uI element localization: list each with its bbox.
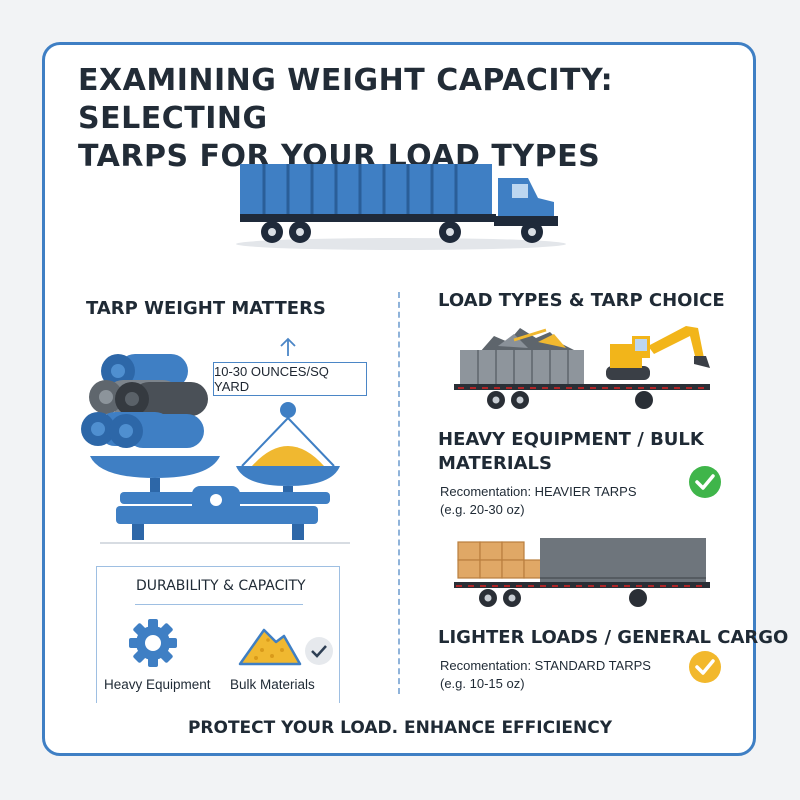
weight-range-callout: 10-30 OUNCES/SQ YARD	[213, 362, 367, 396]
flatbed-cargo-illustration	[454, 538, 710, 607]
pile-icon	[238, 628, 302, 666]
green-check-icon	[689, 466, 721, 498]
heavy-title-line-2: MATERIALS	[438, 453, 552, 474]
durability-heading: DURABILITY & CAPACITY	[136, 578, 306, 594]
tarp-scale-illustration	[81, 354, 350, 544]
load-types-heading: LOAD TYPES & TARP CHOICE	[438, 290, 725, 311]
light-recommendation: Recomentation: STANDARD TARPS	[440, 658, 651, 673]
heavy-equipment-title: HEAVY EQUIPMENT / BULK MATERIALS	[438, 428, 704, 476]
heavy-recommendation: Recomentation: HEAVIER TARPS	[440, 484, 637, 499]
dump-trailer-excavator-illustration	[454, 326, 710, 409]
page-title: EXAMINING WEIGHT CAPACITY: SELECTING TAR…	[78, 62, 718, 176]
gear-icon	[129, 619, 177, 667]
heavy-equipment-label: Heavy Equipment	[104, 677, 211, 692]
heavy-example-weight: (e.g. 20-30 oz)	[440, 502, 525, 517]
arrow-up-icon	[280, 337, 296, 356]
tarp-rolls-icon	[81, 354, 208, 448]
bulk-materials-label: Bulk Materials	[230, 677, 315, 692]
footer-tagline: PROTECT YOUR LOAD. ENHANCE EFFICIENCY	[187, 718, 613, 738]
lighter-loads-title: LIGHTER LOADS / GENERAL CARGO	[438, 627, 789, 648]
durability-panel	[96, 566, 340, 703]
light-example-weight: (e.g. 10-15 oz)	[440, 676, 525, 691]
semi-truck-illustration	[236, 164, 566, 250]
heavy-title-line-1: HEAVY EQUIPMENT / BULK	[438, 429, 704, 450]
section-divider	[398, 292, 400, 694]
tarp-weight-heading: TARP WEIGHT MATTERS	[86, 298, 326, 319]
yellow-check-icon	[689, 651, 721, 683]
check-icon	[305, 637, 333, 665]
durability-underline	[135, 604, 303, 605]
title-line-1: EXAMINING WEIGHT CAPACITY: SELECTING	[78, 63, 614, 136]
